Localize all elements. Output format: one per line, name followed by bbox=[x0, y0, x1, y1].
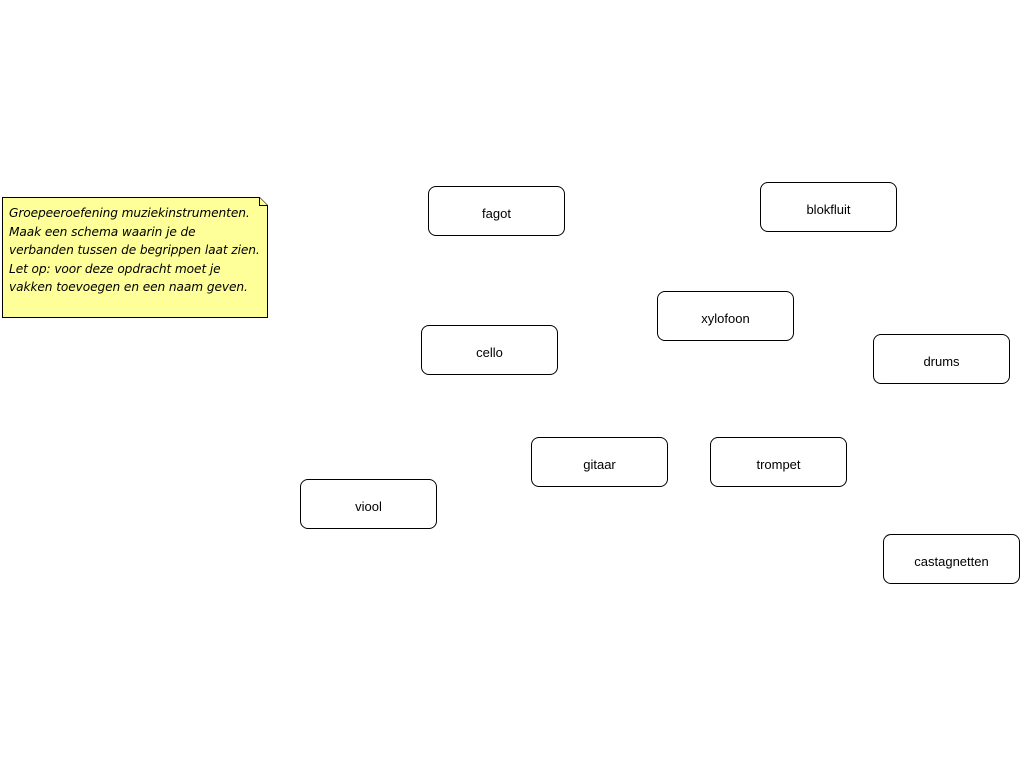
concept-blokfluit[interactable]: blokfluit bbox=[760, 182, 897, 232]
concept-label: drums bbox=[923, 353, 960, 369]
concept-castagnetten[interactable]: castagnetten bbox=[883, 534, 1020, 584]
concept-label: fagot bbox=[482, 205, 511, 221]
concept-viool[interactable]: viool bbox=[300, 479, 437, 529]
concept-label: trompet bbox=[756, 456, 801, 472]
concept-cello[interactable]: cello bbox=[421, 325, 558, 375]
instruction-note[interactable]: Groepeeroefening muziekinstrumenten. Maa… bbox=[2, 197, 268, 318]
note-shape bbox=[2, 197, 268, 318]
concept-label: gitaar bbox=[583, 456, 616, 472]
concept-xylofoon[interactable]: xylofoon bbox=[657, 291, 794, 341]
concept-fagot[interactable]: fagot bbox=[428, 186, 565, 236]
concept-label: cello bbox=[476, 344, 503, 360]
concept-label: xylofoon bbox=[701, 310, 750, 326]
concept-trompet[interactable]: trompet bbox=[710, 437, 847, 487]
concept-label: blokfluit bbox=[806, 201, 851, 217]
note-text: Groepeeroefening muziekinstrumenten. Maa… bbox=[9, 206, 260, 295]
concept-gitaar[interactable]: gitaar bbox=[531, 437, 668, 487]
concept-label: viool bbox=[355, 498, 382, 514]
concept-drums[interactable]: drums bbox=[873, 334, 1010, 384]
concept-label: castagnetten bbox=[914, 553, 989, 569]
